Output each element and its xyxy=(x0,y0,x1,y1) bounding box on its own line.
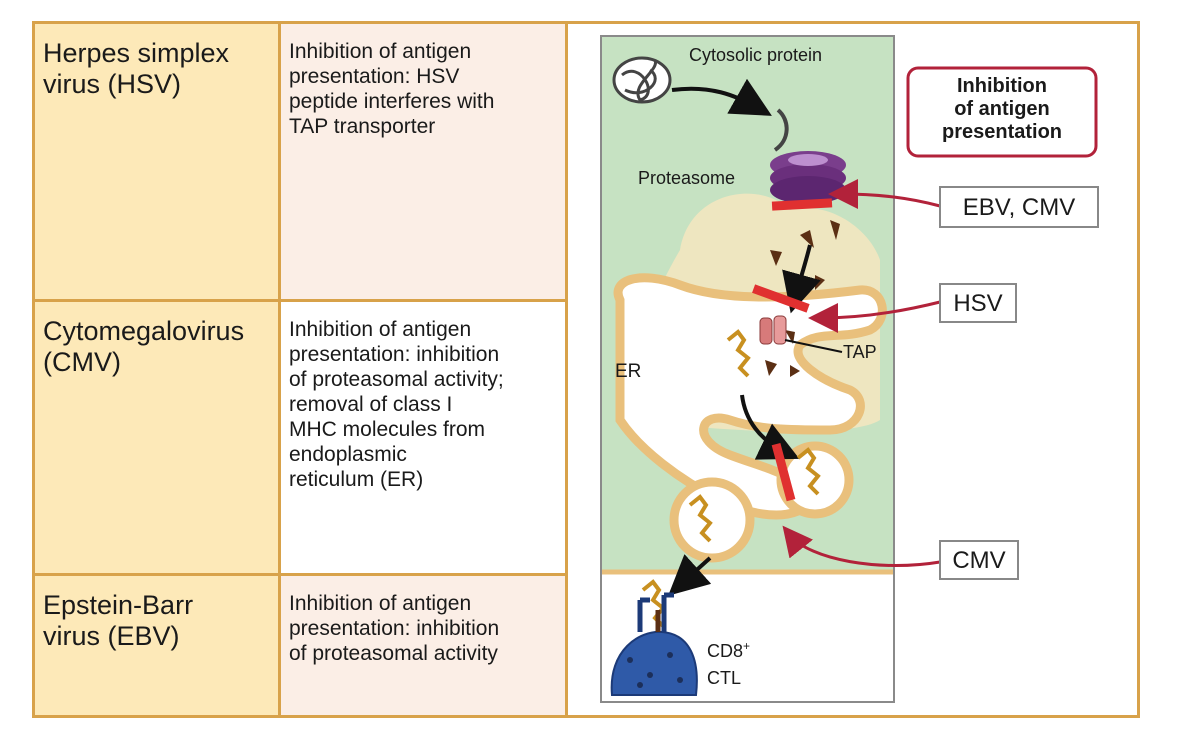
title-box xyxy=(906,66,1098,158)
label-cytosolic-protein: Cytosolic protein xyxy=(689,45,822,65)
mechanism-cell-cmv: Inhibition of antigen presentation: inhi… xyxy=(281,302,565,573)
block-bars xyxy=(752,198,833,502)
label-er: ER xyxy=(615,361,641,382)
table-border-bottom xyxy=(32,715,1140,718)
block-bar-proteasome xyxy=(771,198,833,211)
callout-box-ebv-cmv xyxy=(939,186,1099,228)
label-ctl: CTL xyxy=(707,668,741,688)
arrow-cmv xyxy=(782,525,941,568)
block-bar-er xyxy=(771,442,796,502)
cd8-ctl-icon xyxy=(610,592,698,696)
virus-name-line: virus (EBV) xyxy=(43,621,180,651)
cytosolic-protein-icon xyxy=(612,56,672,104)
mechanism-line: Inhibition of antigen xyxy=(289,40,472,63)
label-cd8: CD8+ xyxy=(707,639,750,661)
mechanism-line: removal of class I xyxy=(289,393,453,416)
arrow-to-surface xyxy=(668,554,712,596)
callout-ebv-cmv: EBV, CMV xyxy=(963,194,1076,221)
arrow-hsv xyxy=(808,300,941,333)
callout-hsv: HSV xyxy=(953,290,1002,317)
virus-cell-hsv: Herpes simplex virus (HSV) xyxy=(35,24,278,299)
block-bar-tap xyxy=(752,284,810,313)
table-divider xyxy=(278,21,281,718)
virus-name-line: Epstein-Barr xyxy=(43,590,194,620)
transport-vesicle xyxy=(669,477,755,563)
proteasome-icon xyxy=(770,108,846,204)
table-divider xyxy=(32,573,565,576)
mechanism-cell-hsv: Inhibition of antigen presentation: HSV … xyxy=(281,24,565,299)
label-cd8-main: CD8 xyxy=(707,641,743,661)
virus-name-line: Herpes simplex xyxy=(43,38,230,68)
virus-name-line: (CMV) xyxy=(43,347,121,377)
mechanism-line: Inhibition of antigen xyxy=(289,592,472,615)
table-border-left xyxy=(32,21,35,718)
table-divider xyxy=(32,299,565,302)
mechanism-line: of proteasomal activity; xyxy=(289,368,504,391)
mechanism-line: Inhibition of antigen xyxy=(289,318,472,341)
mechanism-line: reticulum (ER) xyxy=(289,468,424,491)
virus-cell-cmv: Cytomegalovirus (CMV) xyxy=(35,302,278,573)
mechanism-cell-ebv: Inhibition of antigen presentation: inhi… xyxy=(281,576,565,715)
virus-name-line: Cytomegalovirus xyxy=(43,316,245,346)
tap-transporter-icon xyxy=(759,315,843,353)
callout-box-hsv xyxy=(939,283,1017,323)
table-border-top xyxy=(32,21,1140,24)
mechanism-line: peptide interferes with xyxy=(289,90,495,113)
title-line: Inhibition xyxy=(957,75,1047,97)
arrow-to-proteasome xyxy=(671,78,772,116)
mechanism-line: presentation: HSV xyxy=(289,65,460,88)
table-border-right xyxy=(1137,21,1140,718)
callout-box-cmv xyxy=(939,540,1019,580)
arrow-ebv-cmv xyxy=(828,179,941,210)
mechanism-line: presentation: inhibition xyxy=(289,343,500,366)
label-tap: TAP xyxy=(843,342,877,362)
label-cd8-sup: + xyxy=(743,639,750,653)
arrow-to-tap xyxy=(782,244,821,314)
title-line: of antigen xyxy=(954,98,1050,120)
virus-name-line: virus (HSV) xyxy=(43,69,182,99)
mechanism-line: TAP transporter xyxy=(289,115,436,138)
callout-cmv: CMV xyxy=(952,547,1005,574)
label-proteasome: Proteasome xyxy=(638,168,735,188)
virus-cell-ebv: Epstein-Barr virus (EBV) xyxy=(35,576,278,715)
mechanism-line: endoplasmic xyxy=(289,443,407,466)
table-divider xyxy=(565,21,568,718)
title-line: presentation xyxy=(942,121,1062,143)
mechanism-line: of proteasomal activity xyxy=(289,642,498,665)
mechanism-line: MHC molecules from xyxy=(289,418,486,441)
mhc-class-i-icon xyxy=(641,329,821,628)
mechanism-line: presentation: inhibition xyxy=(289,617,500,640)
